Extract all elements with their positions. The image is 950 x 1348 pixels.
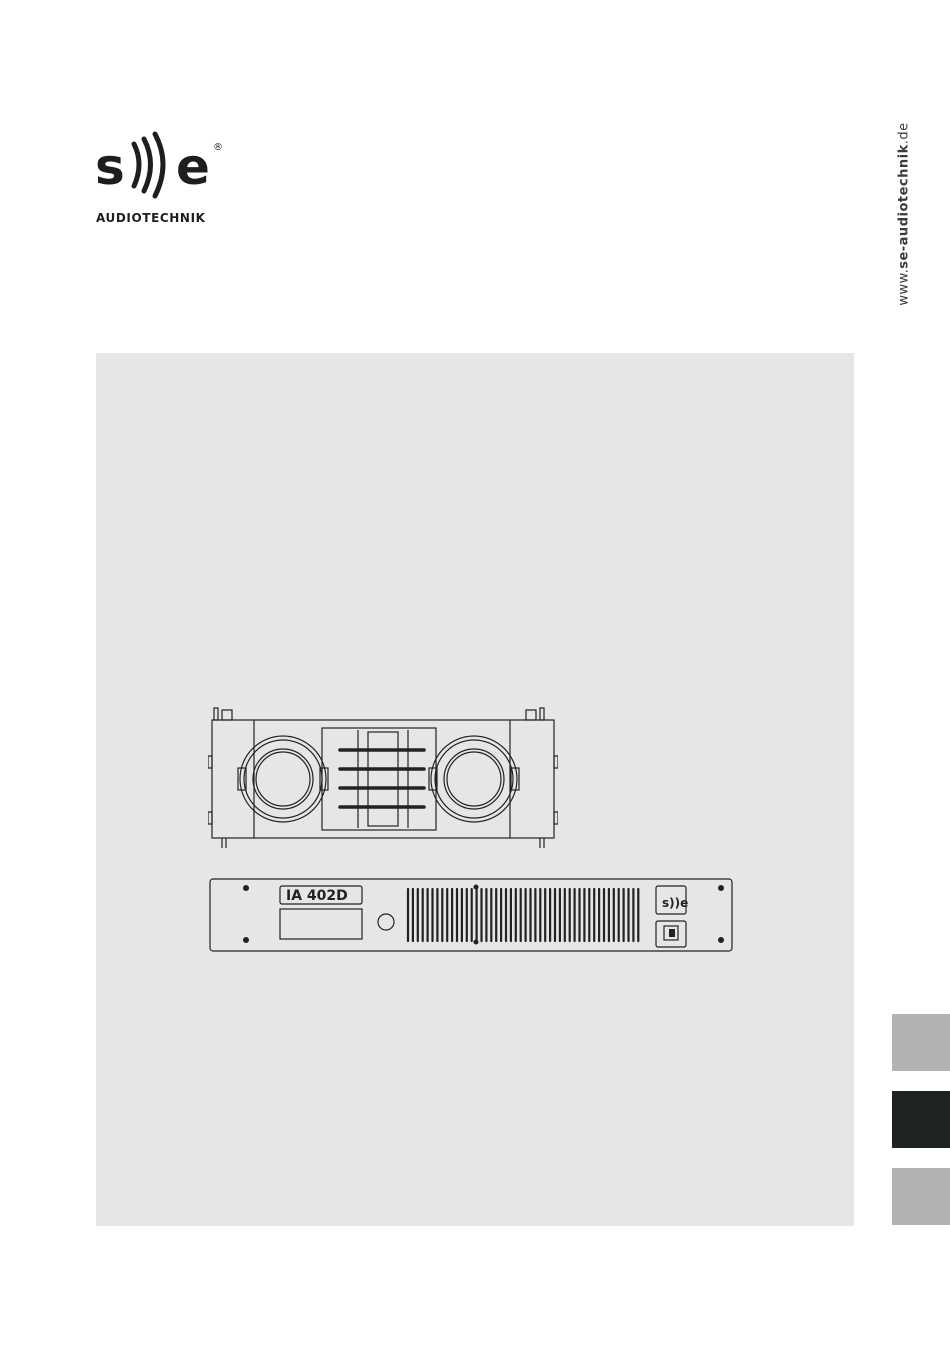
svg-text:s: s (95, 138, 125, 196)
amplifier-illustration: IA 402D s))e (208, 877, 736, 955)
index-tab-1[interactable] (892, 1014, 950, 1071)
vent-grille (408, 889, 638, 941)
svg-text:e: e (176, 138, 210, 196)
line-array-speaker-illustration (208, 706, 558, 850)
url-suffix: .de (897, 122, 912, 144)
amp-badge-logo: s))e (662, 896, 688, 910)
amplifier-model-label: IA 402D (286, 888, 348, 904)
index-tab-3[interactable] (892, 1168, 950, 1225)
registered-mark: ® (213, 142, 223, 153)
url-domain: se-audiotechnik (897, 144, 912, 269)
se-logo-mark: s e ® (92, 130, 242, 210)
index-tab-2[interactable] (892, 1091, 950, 1148)
url-prefix: www. (897, 269, 912, 306)
brand-subtitle: AUDIOTECHNIK (96, 211, 206, 225)
website-url[interactable]: www.se-audiotechnik.de (897, 122, 912, 305)
